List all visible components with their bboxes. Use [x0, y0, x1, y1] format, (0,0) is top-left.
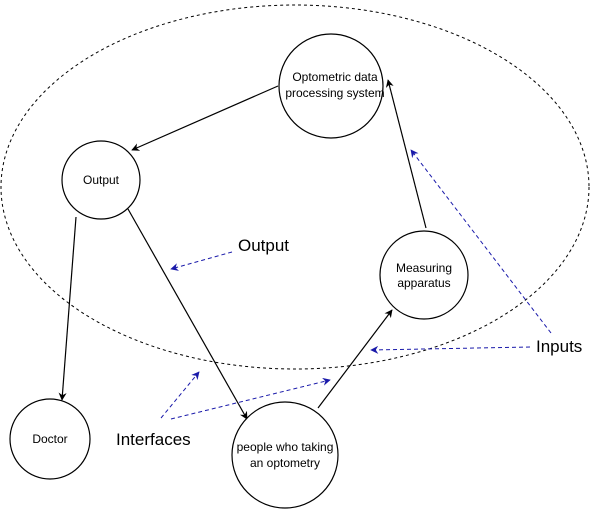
annotation-inputs-label: Inputs — [536, 337, 582, 356]
arrow-output-to-doctor — [58, 216, 77, 401]
arrow-output-to-people — [127, 208, 248, 420]
node-measuring-apparatus: Measuring apparatus — [379, 230, 469, 320]
node-doctor-label: Doctor — [32, 432, 67, 446]
annotation-arrow-output — [170, 251, 233, 271]
node-measuring-apparatus-line2: apparatus — [397, 276, 450, 290]
node-doctor: Doctor — [9, 398, 91, 480]
node-people-line1: people who taking — [237, 440, 334, 454]
annotation-arrow-interfaces-right — [170, 377, 331, 420]
annotation-arrow-inputs-to-boundary — [370, 345, 531, 354]
annotation-arrow-interfaces-up — [160, 371, 200, 419]
node-people-line2: an optometry — [250, 456, 320, 470]
node-processing-system: Optometric data processing system — [278, 33, 385, 139]
annotation-interfaces-label: Interfaces — [116, 430, 191, 449]
annotation-arrow-inputs-to-processing — [410, 149, 552, 334]
system-boundary — [0, 4, 590, 370]
node-measuring-apparatus-line1: Measuring — [396, 261, 452, 275]
node-processing-system-line2: processing system — [285, 86, 384, 100]
node-output: Output — [61, 140, 141, 220]
node-people: people who taking an optometry — [231, 401, 339, 509]
node-output-label: Output — [83, 173, 120, 187]
node-processing-system-line1: Optometric data — [292, 70, 378, 84]
annotation-output-label: Output — [238, 236, 289, 255]
arrow-measuring-to-processing — [385, 79, 427, 229]
arrow-people-to-measuring — [317, 309, 393, 409]
arrow-processing-to-output — [131, 85, 279, 151]
